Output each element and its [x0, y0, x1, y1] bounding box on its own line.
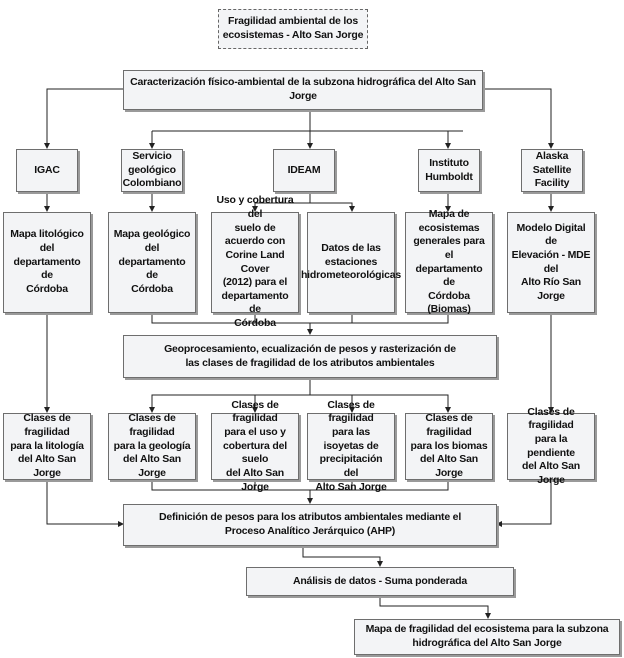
source-label: IDEAM — [287, 163, 321, 176]
dataset-label: Datos de las estaciones hidrometeorológi… — [300, 242, 402, 282]
dataset-label: Mapa de ecosistemas generales para el de… — [413, 207, 485, 316]
class-geologia: Clases de fragilidad para la geología de… — [108, 412, 196, 480]
class-uso-cobertura: Clases de fragilidad para el uso y cober… — [211, 399, 299, 493]
source-ideam: IDEAM — [273, 149, 335, 192]
class-litologia: Clases de fragilidad para la litología d… — [3, 412, 91, 480]
connector-geo-split — [310, 394, 451, 413]
title-box: Fragilidad ambiental de los ecosistemas … — [218, 9, 368, 49]
class-biomas: Clases de fragilidad para los biomas del… — [405, 412, 493, 480]
connector-litho-ahp — [46, 480, 124, 527]
source-label: Instituto Humboldt — [425, 156, 473, 183]
title-text: Fragilidad ambiental de los ecosistemas … — [222, 15, 364, 41]
dataset-geologico: Mapa geológico del departamento de Córdo… — [108, 212, 196, 313]
connector-data-merge — [151, 313, 449, 324]
characterization-text: Caracterización físico-ambiental de la s… — [130, 76, 476, 102]
ahp-text: Definición de pesos para los atributos a… — [158, 511, 462, 537]
class-label: Clases de fragilidad para las isoyetas d… — [315, 398, 387, 493]
source-igac: IGAC — [16, 149, 78, 192]
source-sgc: Servicio geológico Colombiano — [121, 149, 183, 192]
class-label: Clases de fragilidad para la pendiente d… — [522, 405, 580, 486]
source-alaska: Alaska Satellite Facility — [521, 149, 583, 192]
characterization-box: Caracterización físico-ambiental de la s… — [123, 70, 483, 110]
class-label: Clases de fragilidad para los biomas del… — [410, 412, 488, 479]
result-text: Mapa de fragilidad del ecosistema para l… — [365, 623, 609, 649]
source-label: Servicio geológico Colombiano — [122, 150, 182, 190]
geoprocessing-text: Geoprocesamiento, ecualización de pesos … — [164, 342, 456, 369]
dataset-mde: Modelo Digital de Elevación - MDE del Al… — [507, 212, 595, 313]
dataset-uso-cobertura: Uso y cobertura del suelo de acuerdo con… — [211, 194, 299, 329]
class-label: Clases de fragilidad para la litología d… — [10, 412, 84, 479]
dataset-label: Mapa geológico del departamento de Córdo… — [113, 228, 191, 295]
class-isoyetas: Clases de fragilidad para las isoyetas d… — [307, 399, 395, 493]
connector-ahp-analysis — [302, 546, 383, 567]
connector-geo-down — [149, 378, 311, 413]
class-label: Clases de fragilidad para el uso y cober… — [223, 398, 287, 493]
ahp-box: Definición de pesos para los atributos a… — [123, 504, 497, 546]
result-box: Mapa de fragilidad del ecosistema para l… — [354, 619, 620, 655]
class-label: Clases de fragilidad para la geología de… — [113, 412, 191, 479]
connector-igac — [44, 88, 123, 149]
source-label: Alaska Satellite Facility — [532, 150, 572, 190]
analysis-box: Análisis de datos - Suma ponderada — [246, 567, 514, 596]
connector-analysis-result — [379, 596, 491, 619]
source-label: IGAC — [34, 163, 60, 176]
connector-ideam-split2 — [310, 202, 355, 212]
dataset-litologico: Mapa litológico del departamento de Córd… — [3, 212, 91, 313]
dataset-label: Mapa litológico del departamento de Córd… — [10, 228, 84, 295]
connector-ideam-split — [252, 192, 311, 212]
analysis-text: Análisis de datos - Suma ponderada — [292, 574, 468, 587]
source-humboldt: Instituto Humboldt — [418, 149, 480, 192]
dataset-label: Uso y cobertura del suelo de acuerdo con… — [216, 194, 294, 330]
connector-pend-ahp — [496, 480, 552, 527]
connector-class-merge — [151, 480, 449, 491]
dataset-label: Modelo Digital de Elevación - MDE del Al… — [511, 221, 591, 302]
geoprocessing-box: Geoprocesamiento, ecualización de pesos … — [123, 335, 497, 378]
dataset-ecosistemas: Mapa de ecosistemas generales para el de… — [405, 208, 493, 315]
dataset-estaciones: Datos de las estaciones hidrometeorológi… — [301, 212, 401, 313]
class-pendiente: Clases de fragilidad para la pendiente d… — [507, 406, 595, 486]
connector-alaska — [483, 88, 554, 149]
